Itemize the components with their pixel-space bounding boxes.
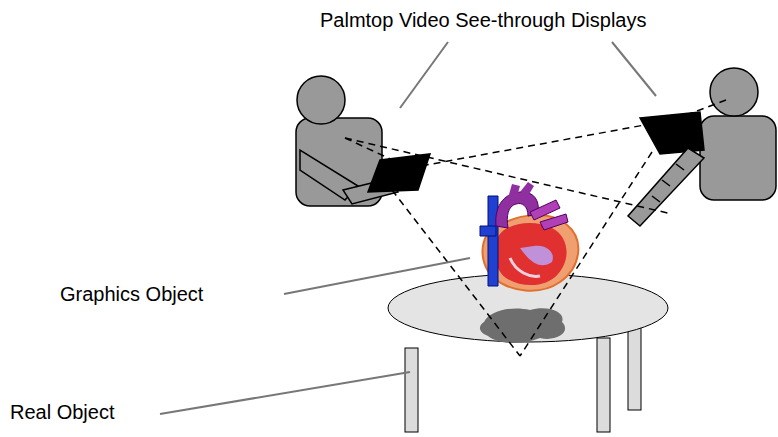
callout-label: Graphics Object bbox=[60, 282, 203, 306]
callout-label: Real Object bbox=[10, 400, 115, 424]
table bbox=[388, 274, 668, 432]
sight-lines bbox=[345, 100, 726, 356]
callout-label: Palmtop Video See-through Displays bbox=[320, 8, 646, 32]
heart-graphic bbox=[480, 182, 578, 291]
leader-lines bbox=[160, 42, 656, 414]
right-person bbox=[628, 68, 776, 226]
